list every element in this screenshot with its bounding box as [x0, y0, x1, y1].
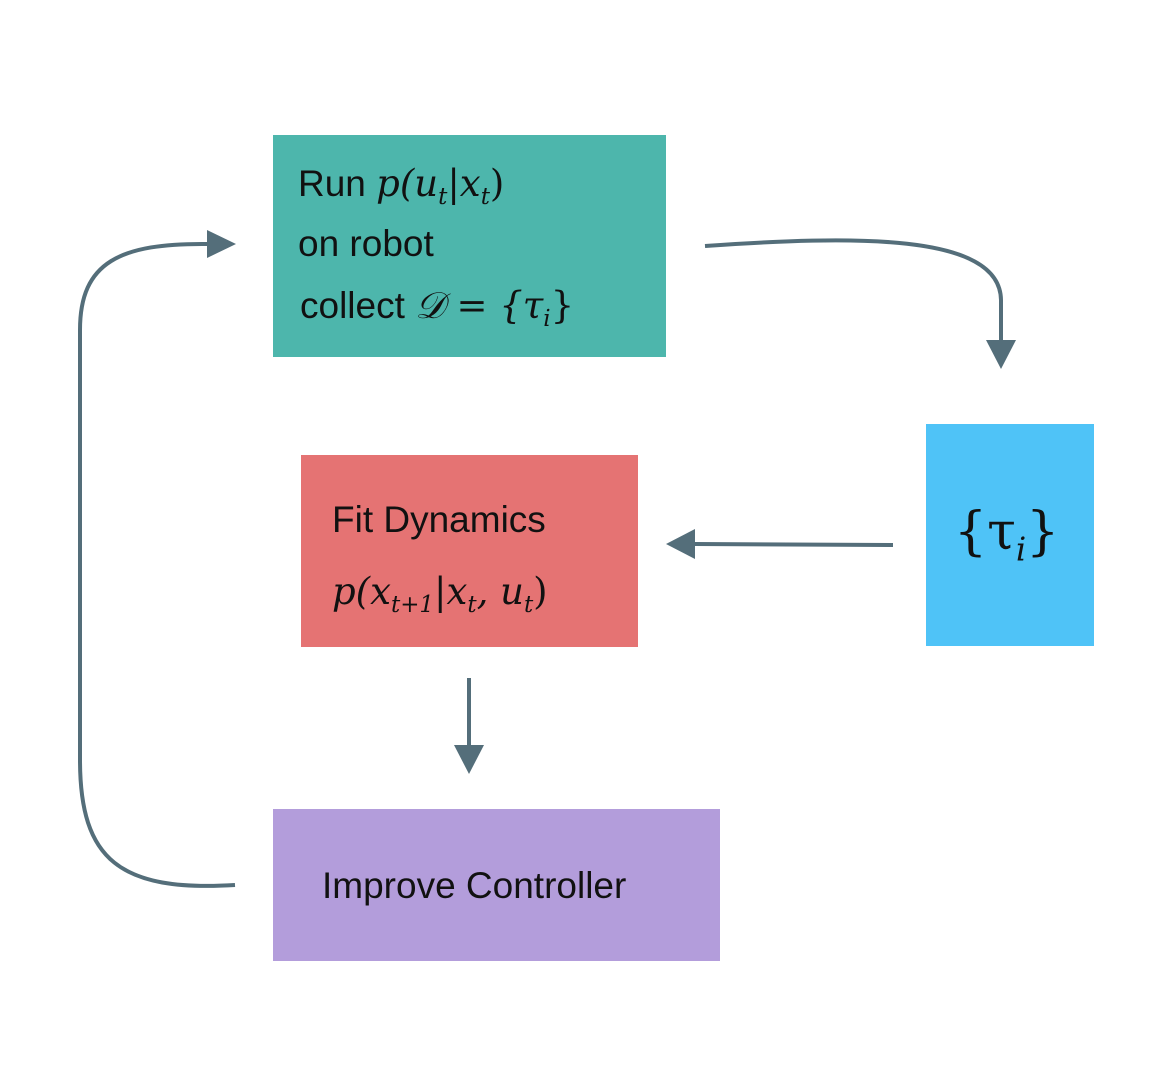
policy-expression: p(ut|xt) [376, 162, 505, 211]
improve-controller-title: Improve Controller [322, 865, 627, 906]
arrowhead-run-to-data [986, 340, 1016, 369]
arrow-improve-to-run [78, 241, 236, 888]
arrow-run-to-data [704, 238, 1003, 340]
improve-controller-box: Improve Controller [273, 809, 720, 961]
run-policy-box: Run p(ut|xt) on robot collect 𝒟 = {τi} [273, 135, 666, 357]
fit-dynamics-box: Fit Dynamics p(xt+1|xt, ut) [301, 455, 638, 647]
dynamics-expression: p(xt+1|xt, ut) [332, 570, 548, 619]
collect-label: collect [300, 285, 405, 326]
collect-line: collect 𝒟 = {τi} [300, 284, 575, 333]
dataset-expression: 𝒟 = {τi} [415, 284, 575, 333]
run-policy-line: Run p(ut|xt) [298, 162, 505, 211]
run-label: Run [298, 163, 366, 204]
trajectories-box: {τi} [926, 424, 1094, 646]
arrowhead-data-to-fit [666, 529, 695, 559]
arrowhead-fit-to-improve [454, 745, 484, 774]
on-robot-label: on robot [298, 223, 434, 264]
fit-dynamics-title: Fit Dynamics [332, 499, 546, 540]
trajectory-set-expression: {τi} [954, 502, 1060, 569]
arrowhead-improve-to-run [207, 230, 236, 258]
arrow-data-to-fit [694, 542, 894, 547]
